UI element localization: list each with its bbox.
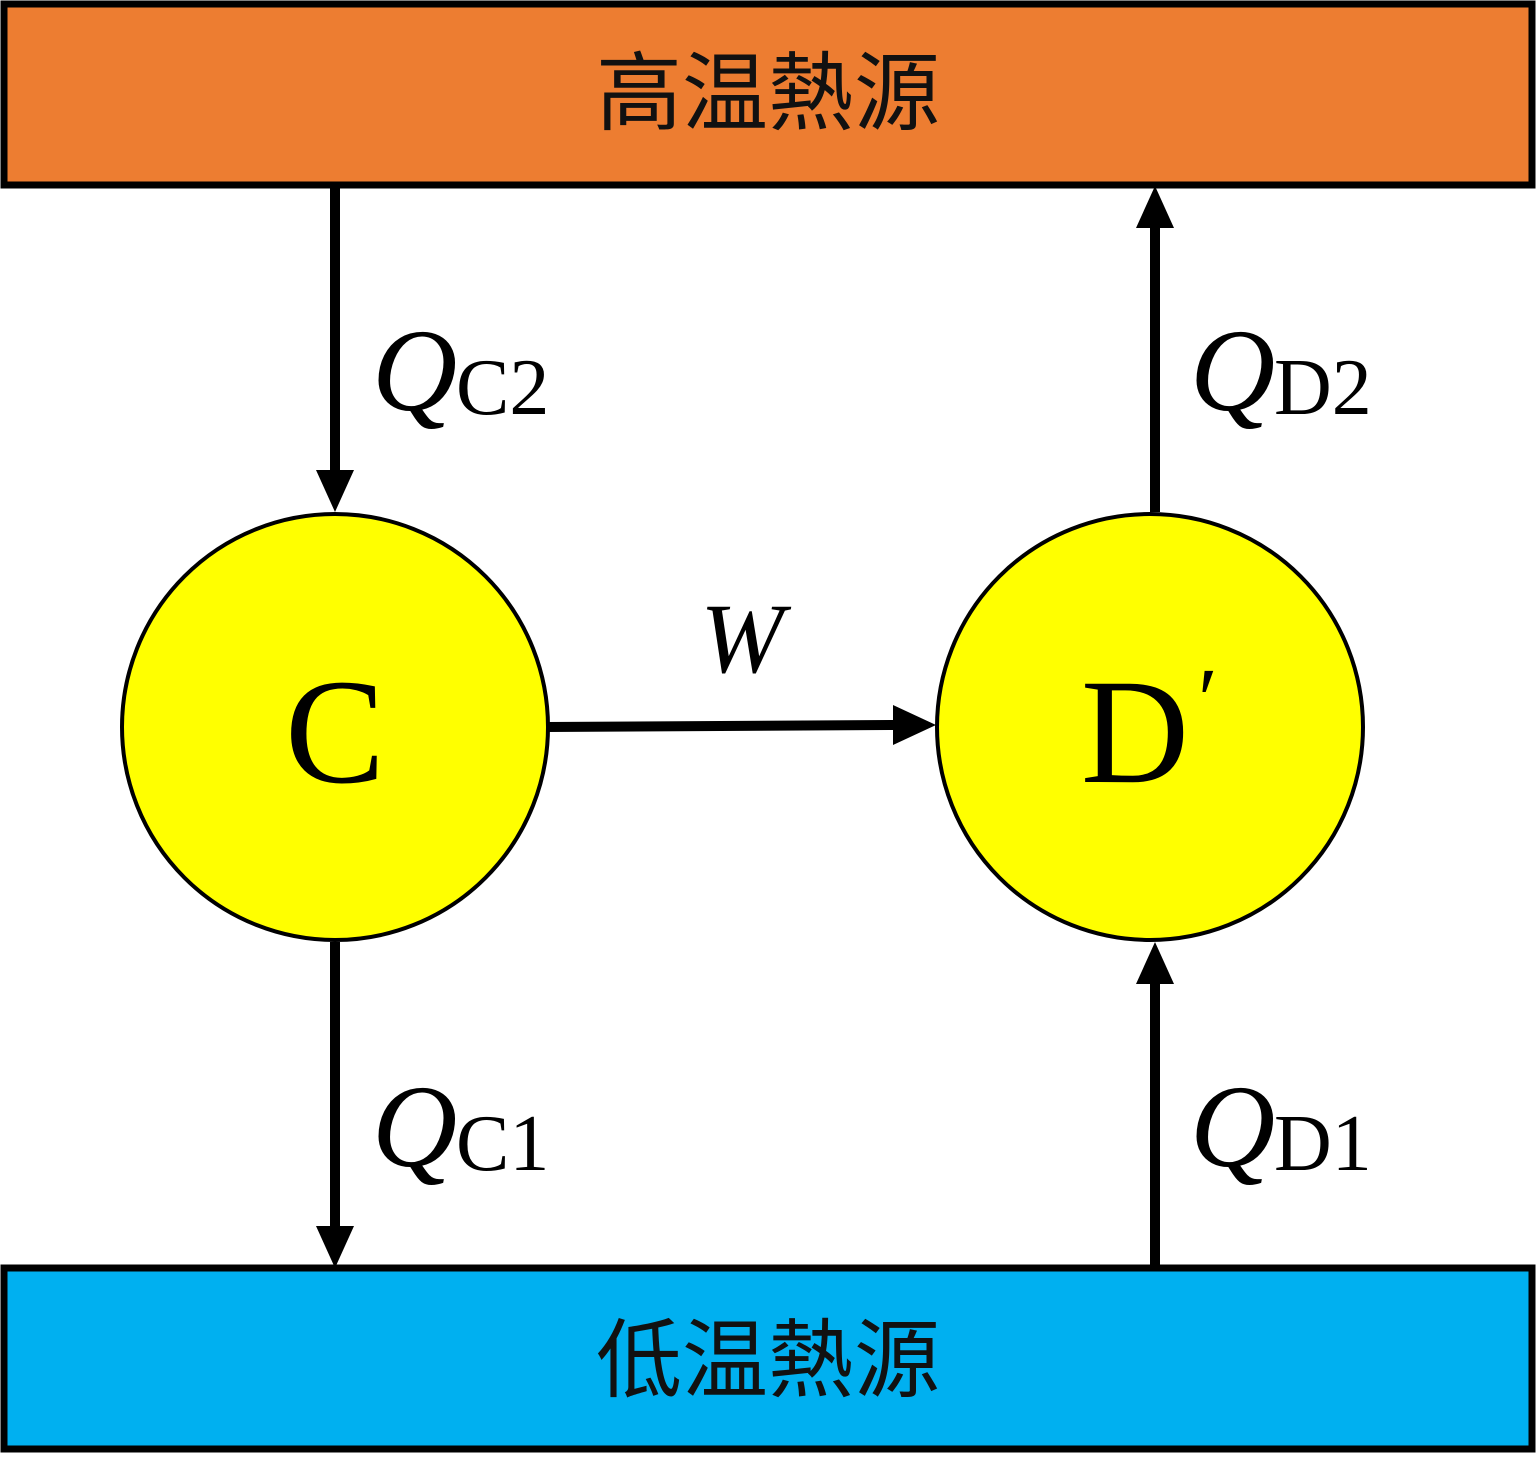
engine-d-prime-mark: ′ [1198,651,1218,750]
arrow-qc2 [316,186,354,512]
flow-symbol: Q [1190,1061,1275,1192]
arrowhead-down-icon [316,470,354,512]
arrow-qd1 [1136,942,1174,1268]
hot-reservoir-label: 高温熱源 [596,44,940,144]
arrow-qd2 [1136,186,1174,512]
arrowhead-up-icon [1136,186,1174,228]
hot-reservoir: 高温熱源 [0,0,1536,189]
arrow-qc1 [316,942,354,1268]
work-symbol: W [700,583,791,694]
flow-label-qc2: Q C2 [372,305,549,436]
flow-label-qd1: Q D1 [1190,1061,1372,1192]
arrowhead-right-icon [893,705,936,745]
engine-d-circle [935,512,1365,942]
engine-c-label: C [285,649,385,815]
cold-reservoir-label: 低温熱源 [596,1311,940,1411]
hot-reservoir-box [0,0,1536,189]
flow-subscript: D2 [1274,344,1372,432]
engine-d-prime: D ′ [935,512,1365,942]
flow-symbol: Q [1190,305,1275,436]
cold-reservoir: 低温熱源 [0,1264,1536,1453]
flow-subscript: C2 [456,344,549,432]
flow-subscript: D1 [1274,1100,1372,1188]
cold-reservoir-box [0,1264,1536,1453]
flow-subscript: C1 [456,1100,549,1188]
arrowhead-up-icon [1136,942,1174,984]
flow-label-qd2: Q D2 [1190,305,1372,436]
engine-d-label: D [1081,649,1189,815]
flow-label-work: W [700,583,791,694]
arrow-work [546,705,936,745]
arrowhead-down-icon [316,1226,354,1268]
flow-symbol: Q [372,305,457,436]
flow-label-qc1: Q C1 [372,1061,549,1192]
engine-c: C [120,512,550,942]
engine-c-circle [120,512,550,942]
flow-symbol: Q [372,1061,457,1192]
